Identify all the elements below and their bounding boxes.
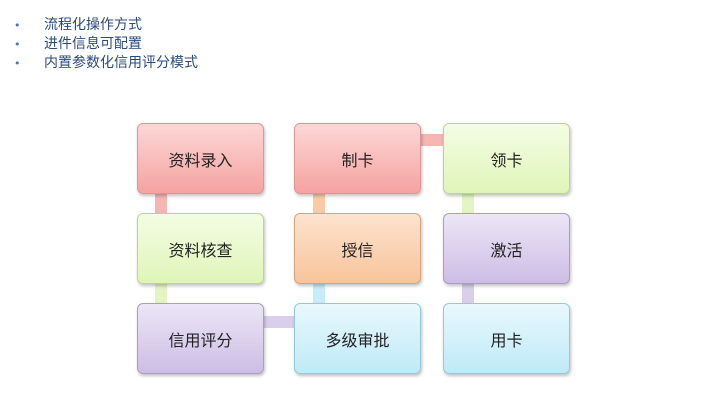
step-credit-score: 信用评分: [137, 303, 264, 374]
step-card-pickup: 领卡: [443, 123, 570, 194]
bullet-icon: •: [14, 19, 21, 32]
connector-entry-review: [155, 190, 167, 220]
connector-score-approval: [260, 316, 300, 328]
connector-activation-use: [462, 280, 474, 310]
step-label: 领卡: [490, 150, 523, 170]
step-label: 多级审批: [325, 330, 390, 350]
connector-review-score: [155, 280, 167, 310]
connector-pickup-activation: [462, 190, 474, 220]
step-label: 制卡: [341, 150, 374, 170]
step-activation: 激活: [443, 213, 570, 284]
step-label: 资料录入: [168, 150, 233, 170]
feature-item: • 内置参数化信用评分模式: [14, 54, 198, 73]
step-multi-approval: 多级审批: [294, 303, 421, 374]
step-label: 资料核查: [168, 240, 233, 260]
feature-item: • 流程化操作方式: [14, 16, 198, 35]
feature-text: 内置参数化信用评分模式: [44, 55, 198, 71]
step-data-entry: 资料录入: [137, 123, 264, 194]
step-data-review: 资料核查: [137, 213, 264, 284]
bullet-icon: •: [14, 57, 21, 70]
connector-grant-making: [313, 190, 325, 220]
feature-item: • 进件信息可配置: [14, 35, 198, 54]
step-card-making: 制卡: [294, 123, 421, 194]
bullet-icon: •: [14, 38, 21, 51]
step-label: 激活: [490, 240, 523, 260]
feature-text: 进件信息可配置: [44, 36, 142, 52]
step-card-use: 用卡: [443, 303, 570, 374]
step-label: 信用评分: [168, 330, 233, 350]
connector-making-pickup: [418, 134, 448, 146]
step-credit-grant: 授信: [294, 213, 421, 284]
step-label: 用卡: [490, 330, 523, 350]
feature-text: 流程化操作方式: [44, 17, 142, 33]
step-label: 授信: [341, 240, 374, 260]
feature-list: • 流程化操作方式 • 进件信息可配置 • 内置参数化信用评分模式: [14, 16, 198, 73]
connector-approval-grant: [313, 280, 325, 310]
